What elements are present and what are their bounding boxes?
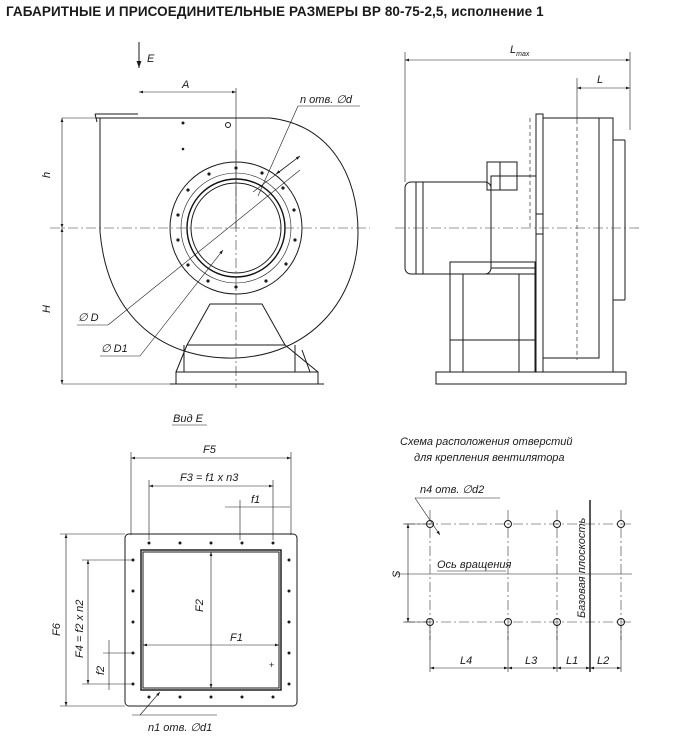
dim-l4-label: L4 (460, 655, 472, 667)
dia-d-leader (107, 169, 301, 326)
dim-f3-label: F3 = f1 x n3 (180, 472, 239, 484)
n4-holes-label: n4 отв. ∅d2 (420, 484, 484, 496)
base-plane-label: Базовая плоскость (576, 517, 588, 618)
mount-caption-line2: для крепления вентилятора (414, 452, 565, 464)
dim-f2-small-label: f2 (95, 666, 107, 675)
flange-view: Вид Е F5 F3 = f1 x n3 f1 (51, 413, 298, 734)
terminal-box (486, 161, 518, 191)
dim-l2-label: L2 (597, 655, 609, 667)
outlet-flange-outer (124, 533, 298, 707)
dim-f6-label: F6 (51, 622, 63, 636)
dim-l-label: L (597, 74, 603, 86)
dim-f4-label: F4 = f2 x n2 (74, 600, 86, 658)
dim-lmax-label: Lmax (510, 44, 530, 58)
side-base-frame (435, 371, 627, 385)
svg-text:+: + (269, 660, 274, 670)
outlet-opening (140, 549, 282, 691)
dim-f2-label: F2 (194, 599, 206, 612)
front-view: E A h H (41, 42, 370, 388)
flange-holes (176, 166, 297, 289)
mount-caption-line1: Схема расположения отверстий (400, 436, 572, 448)
holes-leader (257, 105, 299, 197)
n4-holes-leader (414, 497, 441, 536)
dim-l3-label: L3 (525, 655, 538, 667)
dim-H-label: H (41, 305, 53, 313)
dim-a-label: A (181, 79, 189, 91)
n1-holes-leader (139, 691, 161, 716)
dim-f1-cap-label: F1 (230, 632, 243, 644)
dim-h-label: h (41, 172, 53, 178)
page-title: ГАБАРИТНЫЕ И ПРИСОЕДИНИТЕЛЬНЫЕ РАЗМЕРЫ В… (6, 4, 544, 19)
axis-label: Ось вращения (437, 559, 512, 571)
dia-d1-leader (139, 249, 224, 357)
dim-f5-label: F5 (203, 444, 217, 456)
dia-d-label: ∅ D (78, 312, 99, 324)
scroll-side (542, 117, 614, 373)
mount-scheme: Схема расположения отверстий для креплен… (391, 436, 632, 672)
mount-holes (426, 520, 625, 626)
flange-view-caption: Вид Е (173, 413, 204, 425)
dim-l1-label: L1 (566, 655, 578, 667)
n1-holes-label: n1 отв. ∅d1 (148, 722, 212, 734)
base-frame (175, 371, 319, 385)
dim-s-label: S (391, 570, 403, 578)
holes-label: n отв. ∅d (300, 94, 353, 106)
dim-f1-label: f1 (251, 494, 260, 506)
side-view: Lmax L (395, 44, 640, 385)
scroll-casing (99, 117, 359, 359)
dia-d1-label: ∅ D1 (101, 343, 128, 355)
view-arrow-label: E (147, 53, 155, 65)
